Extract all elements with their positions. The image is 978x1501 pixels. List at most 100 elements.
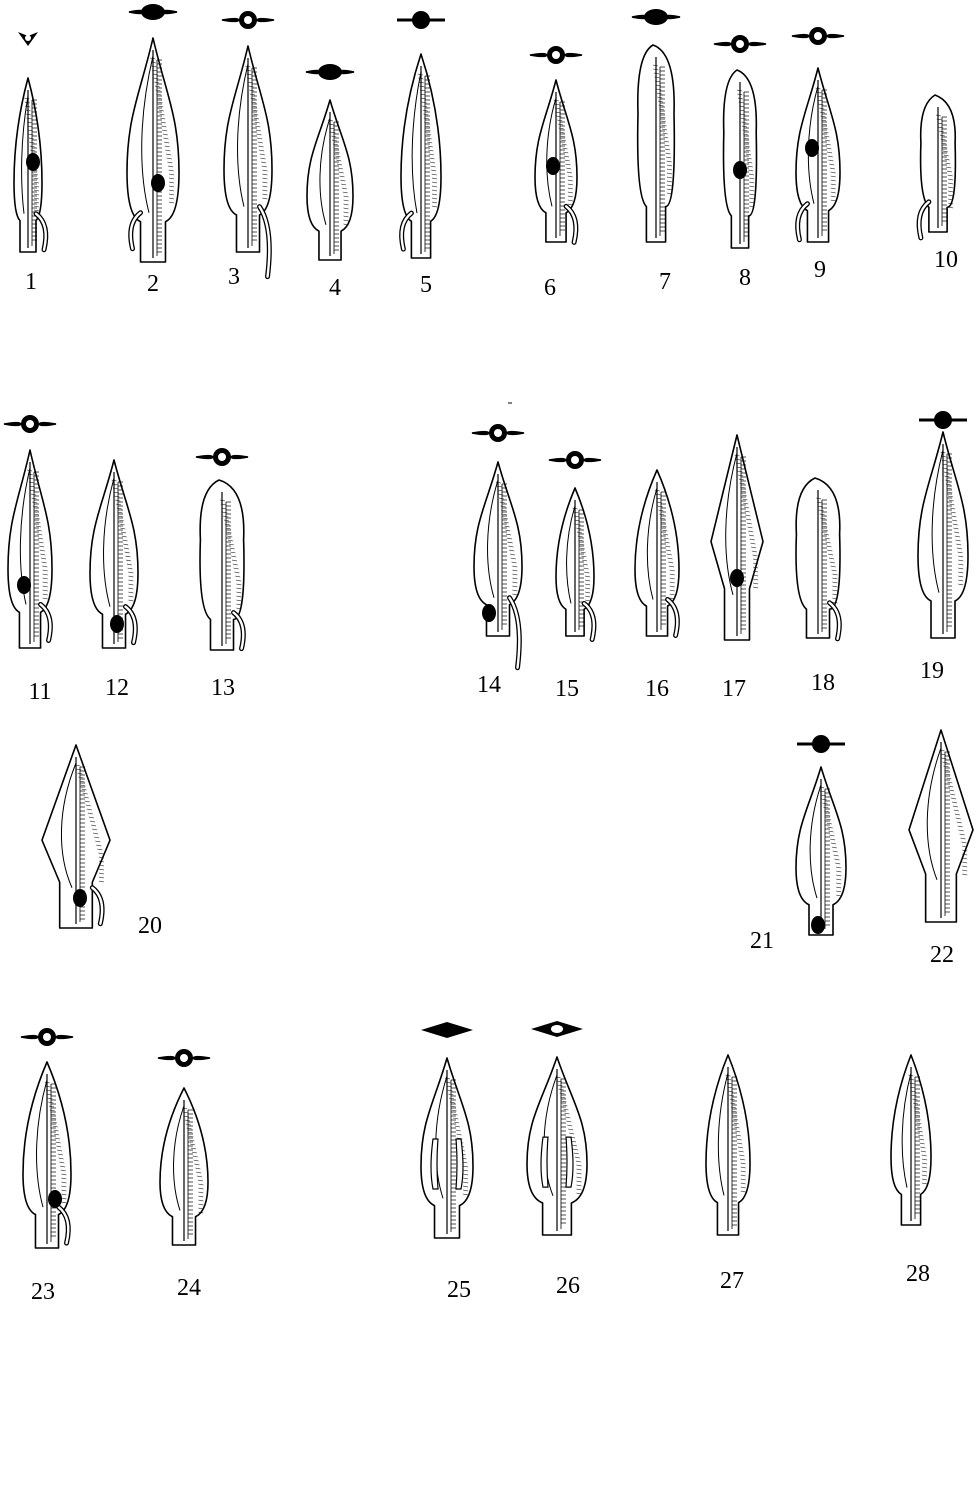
hatching-14 bbox=[495, 481, 518, 625]
arrowhead-17 bbox=[710, 434, 764, 641]
cross-section-9 bbox=[791, 27, 845, 45]
arrowhead-19 bbox=[917, 411, 969, 639]
rivet-hole-23 bbox=[48, 1190, 62, 1208]
arrowhead-12 bbox=[89, 459, 139, 649]
rivet-hole-12 bbox=[110, 615, 124, 633]
hatching-4 bbox=[328, 119, 349, 251]
rivet-hole-20 bbox=[73, 889, 87, 907]
cross-section-11 bbox=[3, 415, 57, 433]
arrowhead-28 bbox=[890, 1054, 932, 1226]
cross-section-23 bbox=[20, 1028, 74, 1046]
arrowhead-14 bbox=[471, 424, 525, 671]
hatching-24 bbox=[182, 1107, 204, 1235]
hatching-16 bbox=[654, 489, 675, 625]
hatching-17 bbox=[734, 454, 759, 630]
figure-label-23: 23 bbox=[31, 1279, 55, 1305]
cross-section-1 bbox=[18, 32, 38, 46]
hatching-26 bbox=[555, 1076, 582, 1224]
cross-section-14 bbox=[471, 424, 525, 442]
hatching-12 bbox=[111, 479, 134, 639]
figure-label-15: 15 bbox=[555, 676, 579, 702]
cross-section-8 bbox=[713, 35, 767, 53]
cross-section-2 bbox=[128, 4, 178, 20]
hatching-1 bbox=[24, 97, 39, 241]
hatching-11 bbox=[27, 469, 48, 637]
figure-label-21: 21 bbox=[750, 928, 774, 954]
hatching-7 bbox=[652, 64, 673, 232]
arrowhead-2 bbox=[126, 4, 180, 263]
arrowhead-23 bbox=[20, 1028, 74, 1249]
cross-section-19 bbox=[919, 411, 967, 429]
arrowhead-20 bbox=[41, 744, 111, 929]
arrowhead-25 bbox=[420, 1022, 474, 1239]
cross-section-3 bbox=[221, 11, 275, 29]
arrowhead-8 bbox=[713, 35, 767, 249]
arrowhead-9 bbox=[791, 27, 845, 243]
hatching-21 bbox=[819, 786, 842, 926]
cross-section-15 bbox=[548, 451, 602, 469]
hatching-18 bbox=[816, 497, 838, 629]
hatching-9 bbox=[815, 87, 836, 231]
cross-section-25 bbox=[421, 1022, 473, 1038]
figure-label-1: 1 bbox=[25, 269, 37, 295]
rivet-hole-8 bbox=[733, 161, 747, 179]
arrowhead-18 bbox=[795, 477, 842, 642]
figure-label-14: 14 bbox=[477, 672, 501, 698]
figure-label-10: 10 bbox=[934, 247, 958, 273]
hatching-2 bbox=[150, 57, 175, 253]
figure-label-9: 9 bbox=[814, 257, 826, 283]
hatching-28 bbox=[908, 1074, 928, 1214]
arrowhead-16 bbox=[634, 469, 680, 638]
hatching-22 bbox=[939, 749, 968, 913]
figure-label-19: 19 bbox=[920, 658, 944, 684]
figure-label-25: 25 bbox=[447, 1277, 471, 1303]
figure-label-7: 7 bbox=[659, 269, 671, 295]
hatching-13 bbox=[219, 499, 242, 639]
arrowhead-3 bbox=[221, 11, 275, 280]
hatching-8 bbox=[736, 89, 755, 237]
rivet-hole-1 bbox=[26, 153, 40, 171]
hatching-5 bbox=[417, 73, 438, 249]
figure-label-6: 6 bbox=[544, 275, 556, 301]
arrowhead-27 bbox=[705, 1054, 751, 1236]
figure-label-18: 18 bbox=[811, 670, 835, 696]
figure-label-4: 4 bbox=[329, 275, 341, 301]
figure-label-8: 8 bbox=[739, 265, 751, 291]
arrowhead-15 bbox=[548, 451, 602, 642]
figure-label-27: 27 bbox=[720, 1268, 744, 1294]
rivet-hole-9 bbox=[805, 139, 819, 157]
figure-label-28: 28 bbox=[906, 1261, 930, 1287]
rivet-hole-2 bbox=[151, 174, 165, 192]
arrowhead-24 bbox=[157, 1049, 211, 1246]
arrowhead-26 bbox=[526, 1021, 588, 1236]
arrowhead-21 bbox=[795, 735, 847, 936]
figure-label-3: 3 bbox=[228, 264, 240, 290]
hatching-6 bbox=[553, 99, 573, 231]
figure-label-2: 2 bbox=[147, 271, 159, 297]
figure-label-12: 12 bbox=[105, 675, 129, 701]
arrowhead-4 bbox=[305, 64, 355, 261]
cross-section-26 bbox=[531, 1021, 583, 1037]
hatching-15 bbox=[572, 507, 591, 627]
rivet-hole-6 bbox=[546, 157, 560, 175]
figure-label-16: 16 bbox=[645, 676, 669, 702]
figure-label-11: 11 bbox=[28, 679, 52, 705]
rivet-hole-17 bbox=[730, 569, 744, 587]
arrowhead-5 bbox=[397, 11, 445, 259]
arrowhead-11 bbox=[3, 415, 57, 649]
cross-section-5 bbox=[397, 11, 445, 29]
rivet-hole-11 bbox=[17, 576, 31, 594]
hatching-27 bbox=[725, 1074, 746, 1226]
arrowhead-22 bbox=[908, 729, 974, 923]
cross-section-7 bbox=[631, 9, 681, 25]
arrowhead-13 bbox=[195, 448, 249, 652]
cross-section-24 bbox=[157, 1049, 211, 1067]
cross-section-4 bbox=[305, 64, 355, 80]
cross-section-6 bbox=[529, 46, 583, 64]
hatching-19 bbox=[940, 451, 964, 627]
arrowhead-10 bbox=[916, 94, 957, 241]
hatching-10 bbox=[935, 114, 954, 222]
figure-label-24: 24 bbox=[177, 1275, 201, 1301]
rivet-hole-14 bbox=[482, 604, 496, 622]
